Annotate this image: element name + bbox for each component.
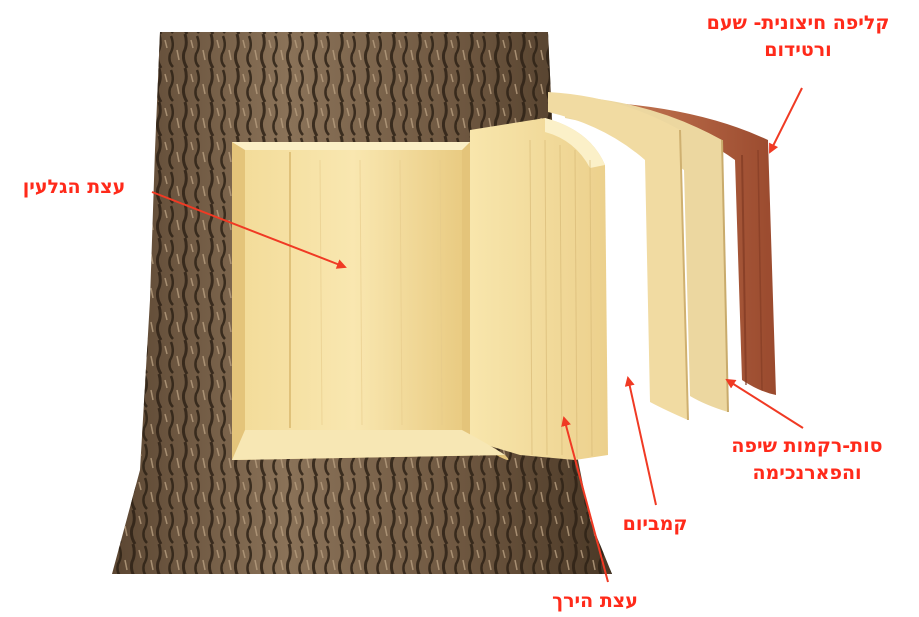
label-cambium: קמביום — [590, 511, 720, 538]
label-sapwood: עצת הירך — [525, 588, 665, 615]
label-outer-bark-line-2: ורטידום — [682, 37, 914, 64]
label-phloem-line-1: סות-רקמות שיפה — [700, 433, 914, 460]
label-outer-bark: קליפה חיצונית- שעם ורטידום — [682, 10, 914, 64]
arrow-outer-bark — [770, 88, 802, 152]
label-outer-bark-line-1: קליפה חיצונית- שעם — [682, 10, 914, 37]
sapwood-slab — [470, 118, 608, 460]
heartwood-window — [232, 142, 508, 460]
label-phloem: סות-רקמות שיפה והפארנכימה — [700, 433, 914, 487]
label-phloem-line-2: והפארנכימה — [700, 460, 914, 487]
label-heartwood: עצת הגלעין — [0, 174, 148, 201]
